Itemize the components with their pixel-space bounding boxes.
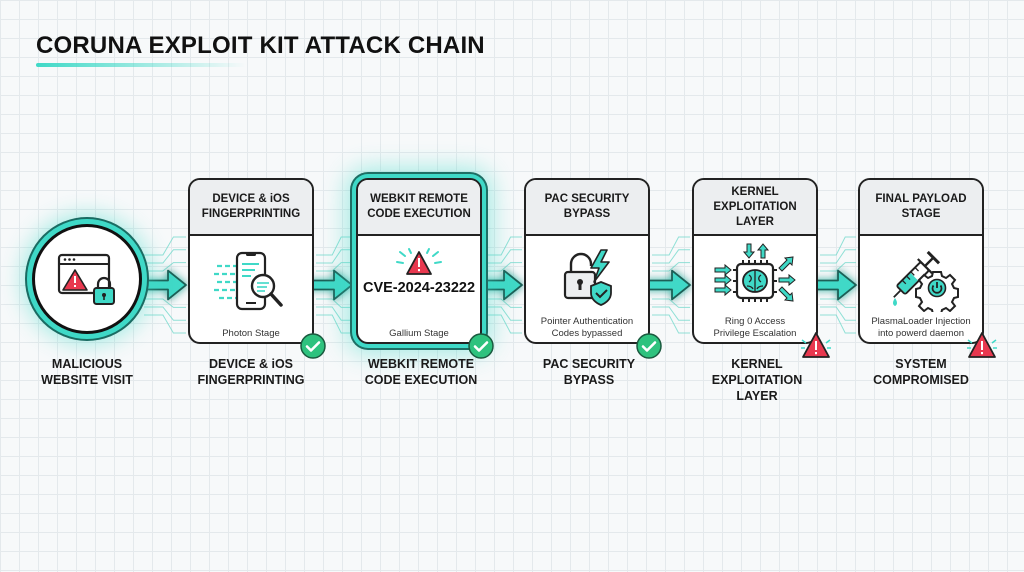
syringe-gear-icon [893,250,959,312]
card-header: PAC SECURITY BYPASS [526,180,648,236]
label-line: FINGERPRINTING [197,373,305,387]
card-header: KERNEL EXPLOITATION LAYER [694,180,816,236]
circuit-trace [316,262,352,272]
stage-card-webkit-rce: WEBKIT REMOTE CODE EXECUTION CVE-2024-23… [356,178,482,344]
arrows [137,269,857,301]
circuit-trace [144,249,186,264]
circuit-traces [144,236,856,334]
warning-icon [396,248,442,275]
caption-line: Privilege Escalation [713,328,797,339]
label-line: EXPLOITATION [711,373,803,387]
circuit-trace [484,298,522,308]
stage-label: SYSTEM COMPROMISED [850,356,992,388]
label-line: CODE EXECUTION [364,373,478,387]
circuit-trace [144,314,186,334]
caption-line: Codes bypassed [551,328,623,339]
circuit-trace [316,314,352,334]
label-line: PAC SECURITY [542,357,636,371]
stage-card-fingerprinting: DEVICE & iOS FINGERPRINTING Photon Stage [188,178,314,344]
label-line: SYSTEM [895,357,947,371]
flow-arrow [813,269,857,301]
stage-label: KERNEL EXPLOITATION LAYER [686,356,828,404]
stage-label: DEVICE & iOS FINGERPRINTING [180,356,322,388]
stage-card-pac-bypass: PAC SECURITY BYPASS Pointer Authenticati… [524,178,650,344]
circuit-trace [820,249,856,264]
warning-triangle-icon [801,332,831,358]
circuit-trace [484,236,522,256]
broken-lock-lightning-shield-icon [563,249,612,306]
circuit-trace [144,306,186,321]
browser-warning-lock-icon [57,253,115,305]
caption-line: Pointer Authentication [540,316,634,327]
circuit-trace [652,298,690,308]
warning-triangle-icon [967,332,997,358]
circuit-trace [652,236,690,256]
card-caption: Photon Stage [222,328,280,339]
start-node-label: MALICIOUS WEBSITE VISIT [30,356,144,388]
circuit-trace [652,306,690,321]
label-line: DEVICE & iOS [208,357,294,371]
flow-arrow [137,269,187,301]
caption-line: Ring 0 Access [724,316,786,327]
circuit-trace [144,262,186,272]
phone-magnifier-icon [214,251,283,311]
circuit-trace [316,249,352,264]
circuit-trace [652,249,690,264]
page-title: CORUNA EXPLOIT KIT ATTACK CHAIN [36,32,485,59]
chip-brain-icon [714,243,796,302]
label-line: BYPASS [563,373,615,387]
circuit-trace [144,298,186,308]
circuit-trace [820,262,856,272]
card-header: WEBKIT REMOTE CODE EXECUTION [358,180,480,236]
circuit-trace [820,306,856,321]
stage-label: PAC SECURITY BYPASS [518,356,660,388]
caption-line: PlasmaLoader Injection [871,316,971,327]
label-line: COMPROMISED [873,373,969,387]
title-underline [36,63,246,67]
flow-arrow [309,269,353,301]
circuit-trace [652,262,690,272]
label-line: KERNEL [731,357,783,371]
label-line: MALICIOUS [51,357,123,371]
circuit-trace [144,236,186,256]
circuit-trace [484,249,522,264]
card-caption: Ring 0 Access Privilege Escalation [694,316,816,340]
circuit-trace [484,262,522,272]
label-line: WEBKIT REMOTE [367,357,475,371]
card-caption: PlasmaLoader Injection into powerd daemo… [860,316,982,340]
success-check-icon [468,333,494,359]
flow-arrow [477,269,523,301]
card-header: DEVICE & iOS FINGERPRINTING [190,180,312,236]
card-caption: Gallium Stage [389,328,449,339]
circuit-trace [652,314,690,334]
circuit-trace [484,306,522,321]
card-header: FINAL PAYLOAD STAGE [860,180,982,236]
label-line: LAYER [736,389,778,403]
label-line: WEBSITE VISIT [41,373,133,387]
card-caption: Pointer Authentication Codes bypassed [526,316,648,340]
circuit-trace [820,236,856,256]
cve-id: CVE-2024-23222 [362,280,476,296]
stage-label: WEBKIT REMOTE CODE EXECUTION [350,356,492,388]
circuit-trace [820,298,856,308]
circuit-trace [484,314,522,334]
success-check-icon [300,333,326,359]
stage-card-kernel-exploitation: KERNEL EXPLOITATION LAYER Ring 0 Access … [692,178,818,344]
stage-card-final-payload: FINAL PAYLOAD STAGE PlasmaLoader Injecti… [858,178,984,344]
start-node-malicious-website [32,224,142,334]
circuit-trace [316,306,352,321]
circuit-trace [820,314,856,334]
circuit-trace [316,298,352,308]
flow-arrow [645,269,691,301]
caption-line: into powerd daemon [877,328,965,339]
circuit-trace [316,236,352,256]
success-check-icon [636,333,662,359]
